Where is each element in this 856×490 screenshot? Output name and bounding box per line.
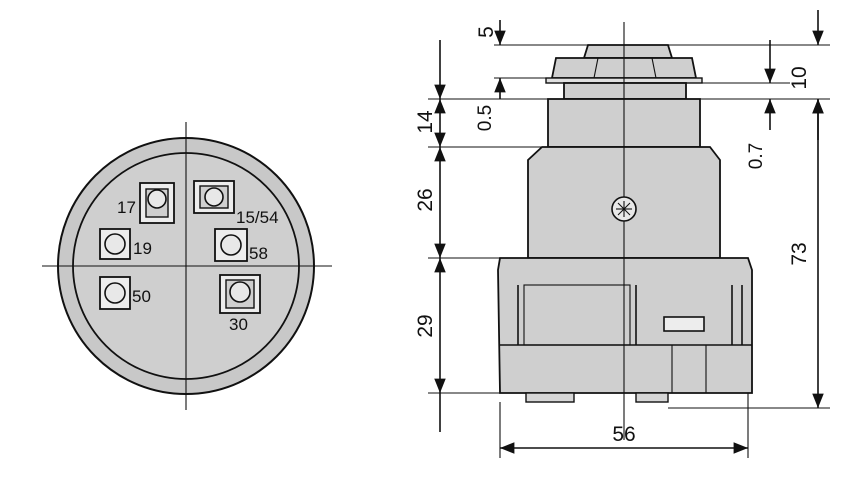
dim-label-0-5: 0.5 [475,105,496,131]
dim-label-0-7: 0.7 [746,143,767,169]
pin-58 [214,228,248,262]
pin-15-54 [193,180,235,214]
front-view: 17 15/54 19 58 50 30 [42,122,332,410]
pin-label-50: 50 [132,287,151,306]
lower-housing [497,257,753,394]
pin-label-15-54: 15/54 [236,208,279,227]
pin-19 [99,228,131,260]
foot-right [635,392,669,403]
pin-30 [219,274,261,314]
dim-label-26: 26 [414,188,437,211]
screw-symbol [611,196,637,222]
latch-window [663,316,705,332]
pin-50 [99,276,131,310]
pin-label-30: 30 [229,315,248,334]
pin-label-58: 58 [249,244,268,263]
dim-label-56: 56 [612,423,635,446]
dim-label-29: 29 [414,314,437,337]
pin-label-19: 19 [133,239,152,258]
dim-label-10: 10 [788,66,811,89]
neck [563,82,687,100]
side-view: 5 0.5 14 26 29 10 0.7 73 56 [414,10,830,458]
pin-label-17: 17 [117,198,136,217]
dim-label-73: 73 [788,242,811,265]
dim-label-14: 14 [414,110,437,134]
foot-left [525,392,575,403]
pin-17 [139,182,175,224]
top-nut [582,44,674,59]
dim-label-5: 5 [475,26,498,38]
